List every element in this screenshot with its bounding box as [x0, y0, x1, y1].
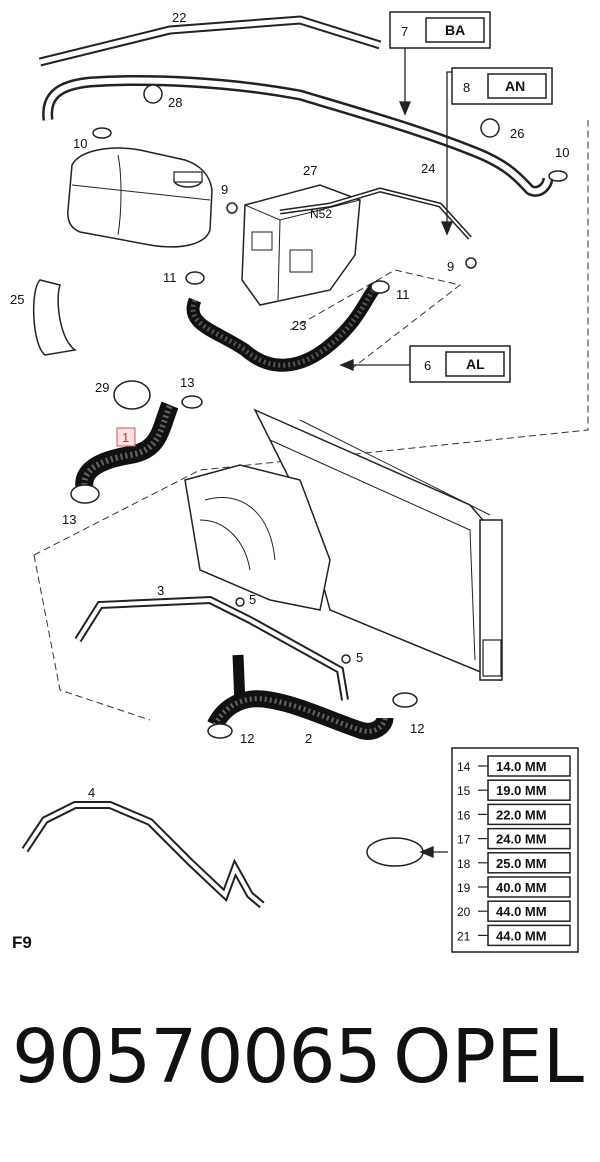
svg-text:22: 22 — [172, 10, 186, 25]
brake-line-inner — [279, 188, 471, 239]
clamp-size-value: 19.0 MM — [496, 783, 547, 798]
part-number: 90570065 — [12, 1014, 382, 1100]
brand-name: OPEL — [393, 1014, 584, 1100]
hose-1 — [75, 401, 179, 493]
clamp-size-number: 20 — [457, 905, 471, 919]
svg-text:AL: AL — [466, 356, 485, 372]
hose-1-inner — [81, 403, 173, 491]
clamp-size-value: 14.0 MM — [496, 759, 547, 774]
fan-shroud — [184, 464, 331, 611]
clamp-size-value: 44.0 MM — [496, 928, 547, 943]
assembly-outline-3 — [289, 269, 462, 371]
clamp-size-value: 24.0 MM — [496, 832, 547, 847]
svg-text:AN: AN — [505, 78, 525, 94]
pipe-3-inner — [76, 597, 347, 701]
hose-2-branch — [232, 654, 246, 706]
svg-text:4: 4 — [88, 785, 95, 800]
callout-labels: 22 28 10 10 26 24 27 9 9 11 11 23 25 29 … — [10, 10, 569, 800]
svg-text:23: 23 — [292, 318, 306, 333]
callout-1: 1 — [122, 430, 129, 445]
heater-hose-upper-inner — [44, 77, 551, 195]
svg-text:BA: BA — [445, 22, 465, 38]
hose-2-inner — [212, 696, 388, 734]
svg-text:10: 10 — [73, 136, 87, 151]
svg-text:5: 5 — [356, 650, 363, 665]
assembly-outline — [33, 120, 589, 556]
expansion-tank — [67, 147, 213, 248]
clamp-size-number: 15 — [457, 784, 471, 798]
svg-text:5: 5 — [249, 592, 256, 607]
assembly-outline-2 — [33, 554, 151, 721]
clamp-size-number: 14 — [457, 760, 471, 774]
pipe-4-inner — [23, 803, 264, 907]
heater-pipe-top-inner — [39, 17, 381, 65]
clamp-size-value: 22.0 MM — [496, 807, 547, 822]
svg-text:28: 28 — [168, 95, 182, 110]
clamp-size-number: 21 — [457, 929, 471, 943]
svg-text:11: 11 — [396, 287, 410, 302]
svg-text:8: 8 — [463, 80, 470, 95]
svg-text:26: 26 — [510, 126, 524, 141]
svg-text:12: 12 — [410, 721, 424, 736]
clamp-size-value: 40.0 MM — [496, 880, 547, 895]
clamp-size-number: 16 — [457, 808, 471, 822]
clamp-size-table: 14 14.0 MM 15 19.0 MM 16 22.0 MM 17 24.0 MM 18 25… — [451, 747, 579, 953]
svg-text:3: 3 — [157, 583, 164, 598]
clamp-icons — [32, 84, 568, 867]
svg-text:25: 25 — [10, 292, 24, 307]
callout-1-box — [116, 427, 136, 447]
svg-text:6: 6 — [424, 358, 431, 373]
svg-text:13: 13 — [180, 375, 194, 390]
svg-text:24: 24 — [421, 161, 435, 176]
ref-box-an: 8 AN — [451, 67, 553, 105]
svg-text:13: 13 — [62, 512, 76, 527]
tank-marking: N52 — [310, 207, 332, 221]
svg-text:7: 7 — [401, 24, 408, 39]
clamp-size-number: 18 — [457, 857, 471, 871]
svg-text:10: 10 — [555, 145, 569, 160]
clamp-size-value: 25.0 MM — [496, 856, 547, 871]
svg-text:11: 11 — [163, 270, 177, 285]
svg-text:2: 2 — [305, 731, 312, 746]
ref-box-al: 6 AL — [409, 345, 511, 383]
svg-text:27: 27 — [303, 163, 317, 178]
clamp-size-value: 44.0 MM — [496, 904, 547, 919]
hose-6-inner — [190, 286, 377, 368]
footer: 90570065 OPEL — [0, 1020, 600, 1140]
cooling-system-diagram: N52 — [10, 10, 589, 953]
svg-text:29: 29 — [95, 380, 109, 395]
svg-text:9: 9 — [447, 259, 454, 274]
svg-text:9: 9 — [221, 182, 228, 197]
radiator — [253, 408, 503, 682]
svg-text:12: 12 — [240, 731, 254, 746]
clamp-size-number: 17 — [457, 833, 471, 847]
ref-box-ba: 7 BA — [389, 11, 491, 49]
clamp-size-number: 19 — [457, 881, 471, 895]
hydraulic-module: N52 — [241, 184, 361, 306]
figure-label: F9 — [12, 933, 32, 952]
